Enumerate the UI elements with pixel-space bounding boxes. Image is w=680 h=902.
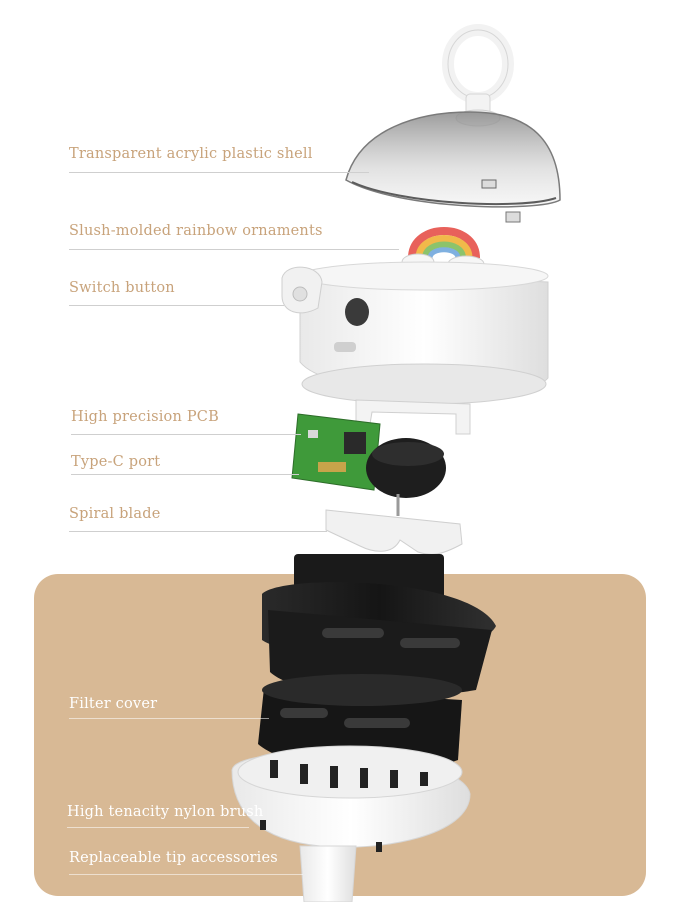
label-rainbow-ornaments: Slush-molded rainbow ornaments bbox=[69, 223, 323, 239]
leader-line bbox=[69, 874, 303, 875]
switch-body-part bbox=[281, 261, 549, 405]
leader-line bbox=[69, 718, 269, 719]
transparent-shell-part bbox=[345, 24, 561, 223]
label-type-c-port: Type-C port bbox=[71, 454, 161, 470]
leader-line bbox=[69, 531, 327, 532]
leader-line bbox=[67, 827, 249, 828]
label-filter-cover: Filter cover bbox=[69, 696, 158, 712]
filter-cover-part bbox=[258, 554, 496, 772]
leader-line bbox=[71, 474, 299, 475]
label-tip-accessories: Replaceable tip accessories bbox=[69, 850, 278, 866]
label-switch-button: Switch button bbox=[69, 280, 175, 296]
pcb-part bbox=[291, 413, 381, 491]
motor-part bbox=[366, 438, 446, 516]
brush-base-part bbox=[231, 745, 471, 852]
leader-line bbox=[71, 434, 301, 435]
label-nylon-brush: High tenacity nylon brush bbox=[67, 804, 264, 820]
tip-accessory-part bbox=[299, 845, 357, 902]
label-pcb: High precision PCB bbox=[71, 409, 219, 425]
label-spiral-blade: Spiral blade bbox=[69, 506, 161, 522]
label-transparent-shell: Transparent acrylic plastic shell bbox=[69, 146, 313, 162]
leader-line bbox=[69, 172, 369, 173]
leader-line bbox=[69, 305, 284, 306]
leader-line bbox=[69, 249, 399, 250]
spiral-blade-part bbox=[325, 509, 463, 555]
